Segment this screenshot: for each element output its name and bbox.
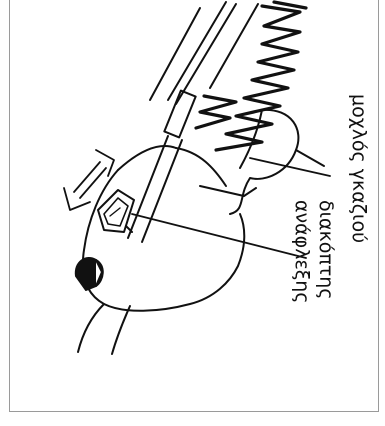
gas-lever-label: μοχλός γκαζιού bbox=[347, 94, 371, 243]
blade-bars bbox=[150, 2, 258, 104]
gas-lever-text: μοχλός γκαζιού bbox=[348, 94, 370, 243]
grip-rod bbox=[128, 91, 196, 242]
choke-knob bbox=[76, 258, 103, 290]
ignition-switch-line1: διακόπτης bbox=[314, 200, 338, 304]
ignition-switch-label: διακόπτης ανάφλεξης bbox=[290, 200, 338, 304]
ignition-switch-line2: ανάφλεξης bbox=[290, 200, 314, 304]
ignition-switch bbox=[98, 190, 134, 232]
ignition-switch-leader bbox=[132, 214, 306, 258]
throttle-lever bbox=[230, 110, 324, 214]
